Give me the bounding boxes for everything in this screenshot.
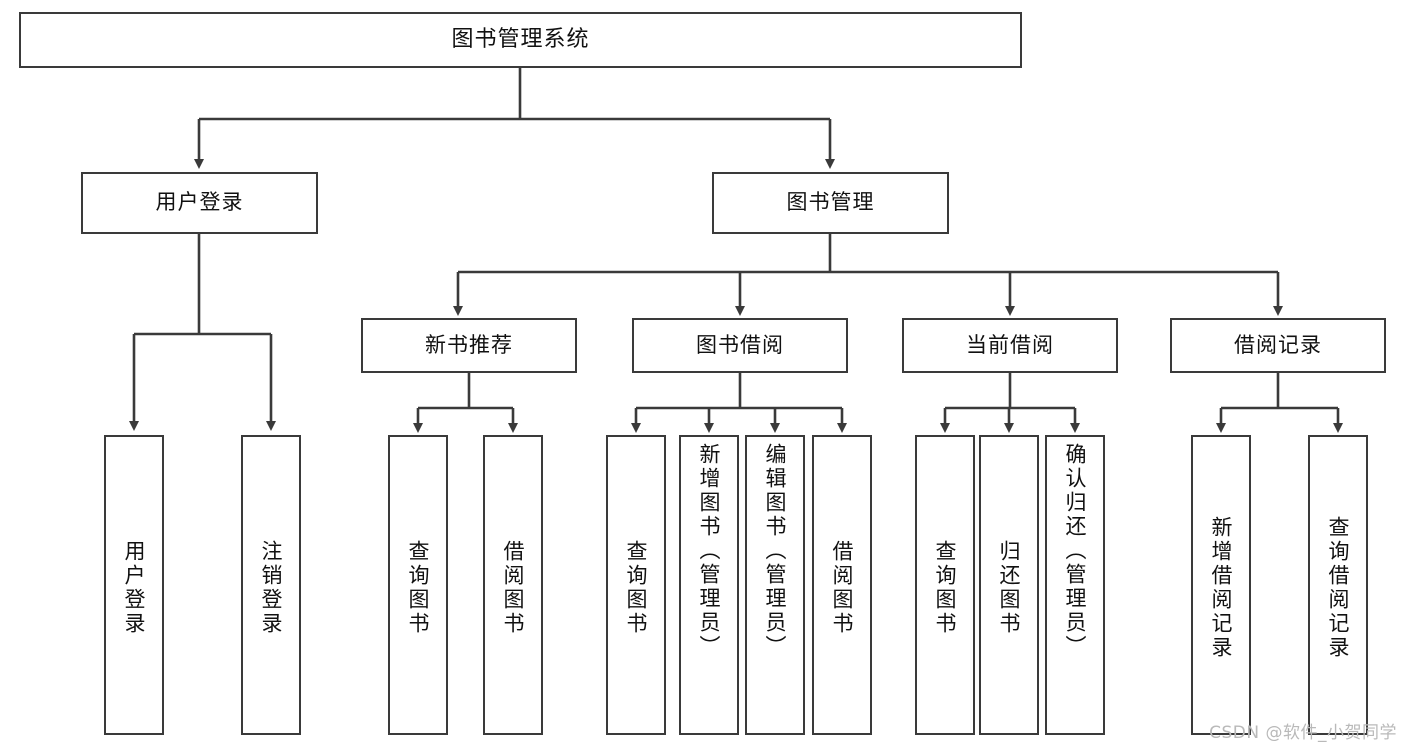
node-new-book-recommend[interactable]: 新书推荐: [361, 318, 577, 373]
node-book-management[interactable]: 图书管理: [712, 172, 949, 234]
leaf-query-borrow-record[interactable]: 查询借阅记录: [1308, 435, 1368, 735]
node-current-borrow[interactable]: 当前借阅: [902, 318, 1118, 373]
leaf-user-login[interactable]: 用户登录: [104, 435, 164, 735]
leaf-query-book-borrow[interactable]: 查询图书: [606, 435, 666, 735]
leaf-confirm-return-admin[interactable]: 确认归还（管理员）: [1045, 435, 1105, 735]
csdn-watermark: CSDN @软件_小贺同学: [1209, 723, 1397, 743]
node-root-book-management-system[interactable]: 图书管理系统: [19, 12, 1022, 68]
leaf-user-logout[interactable]: 注销登录: [241, 435, 301, 735]
leaf-add-borrow-record[interactable]: 新增借阅记录: [1191, 435, 1251, 735]
leaf-borrow-book-recommend[interactable]: 借阅图书: [483, 435, 543, 735]
node-book-borrow[interactable]: 图书借阅: [632, 318, 848, 373]
node-borrow-record[interactable]: 借阅记录: [1170, 318, 1386, 373]
leaf-return-book[interactable]: 归还图书: [979, 435, 1039, 735]
leaf-edit-book-admin[interactable]: 编辑图书（管理员）: [745, 435, 805, 735]
leaf-query-book-current[interactable]: 查询图书: [915, 435, 975, 735]
node-user-login[interactable]: 用户登录: [81, 172, 318, 234]
leaf-borrow-book[interactable]: 借阅图书: [812, 435, 872, 735]
leaf-add-book-admin[interactable]: 新增图书（管理员）: [679, 435, 739, 735]
leaf-query-book-recommend[interactable]: 查询图书: [388, 435, 448, 735]
